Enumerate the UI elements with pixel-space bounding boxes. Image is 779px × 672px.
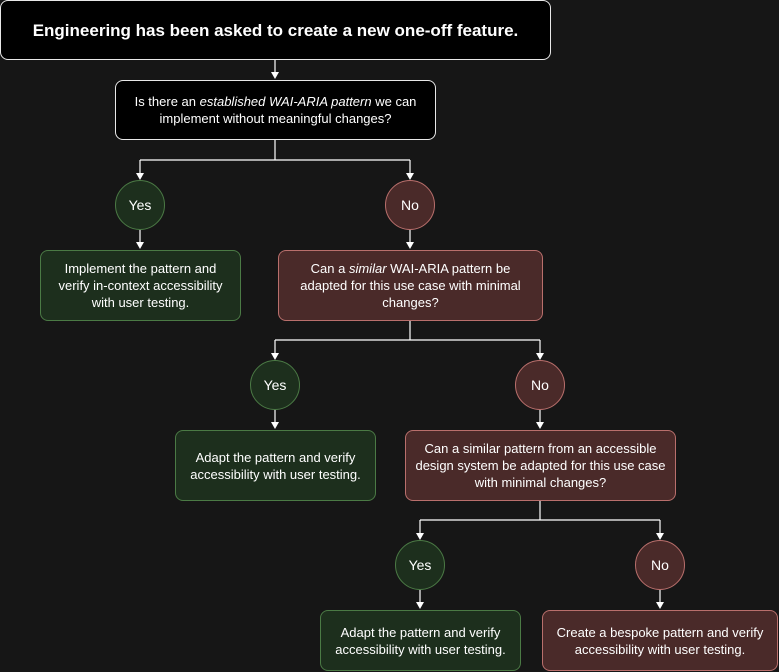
question-3-no-circle: No — [635, 540, 685, 590]
question-2-no-label: No — [531, 376, 549, 393]
question-1-no-label: No — [401, 196, 419, 213]
start-text: Engineering has been asked to create a n… — [32, 20, 519, 40]
result-1-node: Implement the pattern and verify in-cont… — [40, 250, 241, 321]
question-1-text: Is there an established WAI-ARIA pattern… — [134, 94, 417, 126]
connectors — [136, 60, 664, 609]
question-3-yes-label: Yes — [408, 556, 432, 573]
question-3-node: Can a similar pattern from an accessible… — [405, 430, 676, 501]
result-1-text: Implement the pattern and verify in-cont… — [58, 261, 223, 310]
question-1-node: Is there an established WAI-ARIA pattern… — [115, 80, 436, 140]
result-3-node: Adapt the pattern and verify accessibili… — [320, 610, 521, 671]
question-3-yes-circle: Yes — [395, 540, 445, 590]
question-3-no-label: No — [651, 556, 669, 573]
question-2-node: Can a similar WAI-ARIA pattern be adapte… — [278, 250, 543, 321]
question-2-no-circle: No — [515, 360, 565, 410]
question-2-yes-circle: Yes — [250, 360, 300, 410]
question-3-text: Can a similar pattern from an accessible… — [415, 441, 666, 490]
start-node: Engineering has been asked to create a n… — [0, 0, 551, 60]
result-4-text: Create a bespoke pattern and verify acce… — [556, 624, 764, 657]
question-2-yes-label: Yes — [263, 376, 287, 393]
question-1-yes-circle: Yes — [115, 180, 165, 230]
question-1-no-circle: No — [385, 180, 435, 230]
result-2-node: Adapt the pattern and verify accessibili… — [175, 430, 376, 501]
result-2-text: Adapt the pattern and verify accessibili… — [190, 449, 361, 482]
result-3-text: Adapt the pattern and verify accessibili… — [335, 624, 506, 657]
result-4-node: Create a bespoke pattern and verify acce… — [542, 610, 778, 671]
question-2-text: Can a similar WAI-ARIA pattern be adapte… — [300, 261, 521, 310]
question-1-yes-label: Yes — [128, 196, 152, 213]
